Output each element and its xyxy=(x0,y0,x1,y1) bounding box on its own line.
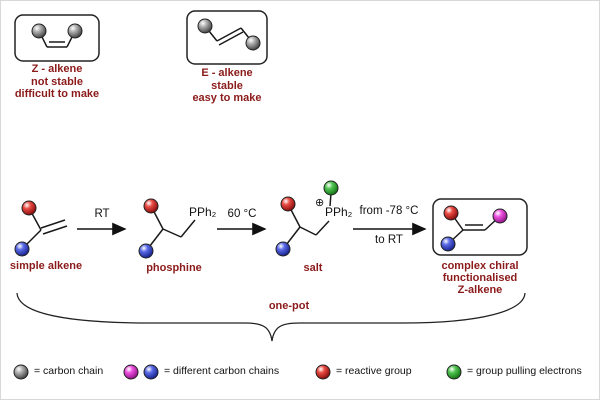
double-bond xyxy=(218,31,244,46)
legend-reactive-group: = reactive group xyxy=(336,365,412,377)
product-label-line-2: functionalised xyxy=(442,272,518,284)
product-panel xyxy=(432,198,528,256)
green-ball-legend xyxy=(446,364,462,380)
one-pot-brace xyxy=(16,292,526,342)
z-alkene-title: Z - alkene xyxy=(31,63,83,75)
arrow-1-condition: RT xyxy=(94,208,110,220)
simple-alkene-structure xyxy=(14,200,68,257)
legend-balls xyxy=(13,364,462,380)
z-alkene-panel xyxy=(14,14,100,62)
phosphonium-charge: ⊕ xyxy=(315,197,325,209)
magenta-ball-legend xyxy=(123,364,139,380)
salt-structure xyxy=(275,180,339,257)
gray-ball xyxy=(197,18,213,34)
one-pot-label: one-pot xyxy=(268,300,310,312)
product-label-line-3: Z-alkene xyxy=(457,284,503,296)
gray-ball xyxy=(31,23,47,39)
z-alkene-note-1: not stable xyxy=(31,76,83,88)
legend-electron-pulling: = group pulling electrons xyxy=(467,365,582,377)
red-ball xyxy=(280,196,296,212)
phosphine-label: phosphine xyxy=(146,262,202,274)
salt-label: salt xyxy=(303,262,323,274)
salt-group-label: PPh₂ xyxy=(325,205,353,219)
blue-ball-legend xyxy=(143,364,159,380)
arrow-3-condition-top: from -78 °C xyxy=(359,205,419,217)
phosphine-group-label: PPh₂ xyxy=(189,205,217,219)
bond xyxy=(299,226,317,236)
legend-different-chains: = different carbon chains xyxy=(164,365,280,377)
bond xyxy=(162,228,182,238)
z-alkene-note-2: difficult to make xyxy=(14,88,100,100)
double-bond xyxy=(42,225,68,235)
product-label-line-1: complex chiral xyxy=(441,260,519,272)
e-alkene-note-1: stable xyxy=(211,80,243,92)
double-bond xyxy=(216,27,242,42)
phosphine-structure xyxy=(138,198,196,259)
bond xyxy=(180,219,196,238)
red-ball xyxy=(443,205,459,221)
bond xyxy=(315,220,330,236)
gray-ball xyxy=(245,35,261,51)
red-ball xyxy=(143,198,159,214)
red-ball xyxy=(21,200,37,216)
legend-carbon-chain: = carbon chain xyxy=(34,365,104,377)
arrow-2-condition: 60 °C xyxy=(227,208,257,220)
blue-ball xyxy=(14,241,30,257)
blue-ball xyxy=(440,236,456,252)
e-alkene-panel xyxy=(186,10,268,65)
arrow-3-condition-bottom: to RT xyxy=(375,234,403,246)
gray-ball xyxy=(67,23,83,39)
red-ball-legend xyxy=(315,364,331,380)
e-alkene-note-2: easy to make xyxy=(192,92,262,104)
green-ball xyxy=(323,180,339,196)
magenta-ball xyxy=(492,208,508,224)
e-alkene-title: E - alkene xyxy=(201,67,253,79)
blue-ball xyxy=(138,243,154,259)
z-alkene-box xyxy=(14,14,100,62)
simple-alkene-label: simple alkene xyxy=(9,260,83,272)
gray-ball-legend xyxy=(13,364,29,380)
double-bond xyxy=(40,219,66,229)
blue-ball xyxy=(275,241,291,257)
